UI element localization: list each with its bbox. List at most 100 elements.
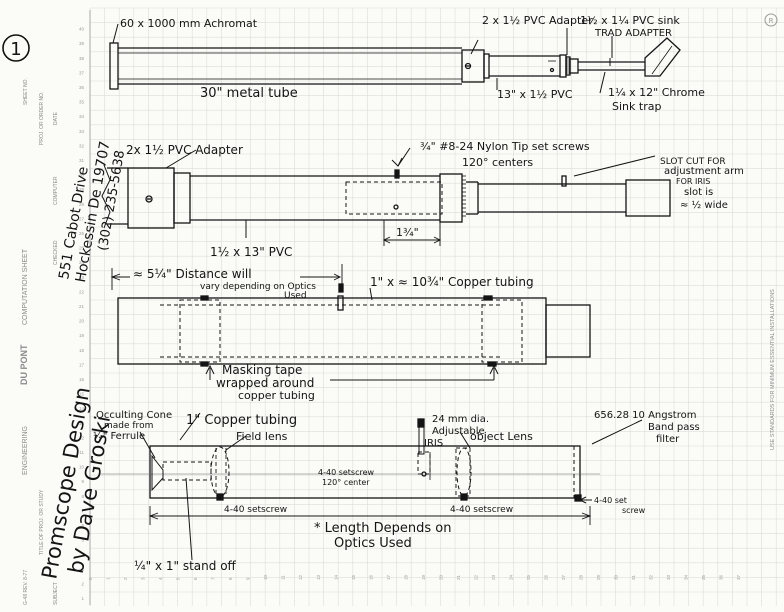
- ruler-number: 1: [106, 577, 111, 580]
- pvc-adapter-label: 2 x 1½ PVC Adapter: [482, 14, 593, 27]
- ruler-number: 3: [81, 567, 84, 572]
- computer-label: COMPUTER: [53, 176, 59, 205]
- drawing-1-leaders: [112, 23, 613, 94]
- ruler-number: 35: [79, 100, 85, 105]
- sink-adapter-label-1: 1½ x 1¼ PVC sink: [580, 14, 680, 27]
- iris-label-3: IRIS: [424, 438, 443, 449]
- copper-tubing-label-2: 1" Copper tubing: [186, 413, 297, 428]
- masking-tape-right: [481, 299, 523, 363]
- ruler-number: 29: [79, 187, 85, 192]
- sink-adapter-label-2: TRAD ADAPTER: [594, 28, 672, 39]
- masking-tape-label-2: wrapped around: [216, 376, 314, 390]
- ruler-number: 4: [81, 552, 84, 557]
- ruler-number: 15: [79, 392, 85, 397]
- ruler-number: 0: [88, 577, 93, 580]
- ruler-number: 23: [491, 574, 496, 580]
- sheet-title: COMPUTATION SHEET: [22, 248, 29, 325]
- ruler-number: 14: [333, 574, 338, 580]
- masking-tape-label-1: Masking tape: [222, 363, 302, 377]
- ruler-number: 27: [79, 216, 85, 221]
- ruler-number: 13: [316, 574, 321, 580]
- slot-label-1: SLOT CUT FOR: [660, 157, 726, 167]
- ruler-number: 32: [79, 143, 85, 148]
- engineering-label: ENGINEERING: [22, 426, 29, 475]
- masking-tape-label-3: copper tubing: [238, 389, 315, 402]
- slot-label-5: ≈ ½ wide: [680, 199, 728, 211]
- pvc-adapter-2-label: 2x 1½ PVC Adapter: [126, 143, 243, 157]
- ruler-number: 34: [79, 114, 85, 119]
- copper-tubing-label: 1" x ≈ 10¾" Copper tubing: [370, 275, 534, 289]
- setscrew-label-a: 4-40 setscrew: [224, 505, 287, 515]
- pvc-13-label: 13" x 1½ PVC: [497, 88, 573, 101]
- set-screws-label-1: ¾" #8-24 Nylon Tip set screws: [420, 140, 590, 153]
- drawing-copper-tube: [110, 264, 591, 381]
- metal-tube-label: 30" metal tube: [200, 86, 298, 101]
- distance-label-3: Used: [284, 291, 307, 301]
- ruler-number: 4: [158, 577, 163, 580]
- ruler-number: 8: [81, 494, 84, 499]
- ruler-number: 33: [666, 574, 671, 580]
- slot-label-2: adjustment arm: [664, 166, 744, 177]
- svg-text:R: R: [769, 17, 774, 25]
- ruler-number: 10: [79, 465, 85, 470]
- occulting-cone-label-2: made from: [104, 421, 153, 431]
- sink-trap-label-2: Sink trap: [612, 100, 661, 113]
- ruler-number: 12: [79, 435, 85, 440]
- ruler-number: 19: [79, 333, 85, 338]
- ruler-number: 3: [141, 577, 146, 580]
- slot-label-4: slot is: [684, 187, 713, 198]
- checked-label: CHECKED: [53, 240, 59, 265]
- achromat-cell: [109, 42, 119, 90]
- ruler-number: 20: [438, 574, 443, 580]
- ruler-number: 37: [79, 70, 85, 75]
- length-note-1: * Length Depends on: [314, 521, 451, 536]
- length-note-2: Optics Used: [334, 536, 412, 551]
- ruler-number: 30: [614, 574, 619, 580]
- filter-label-2: Band pass: [648, 422, 700, 433]
- sheet-number: 1: [2, 34, 30, 62]
- drawing-overall-assembly: [109, 37, 681, 90]
- form-number: G-48 REV. 8-77: [23, 570, 29, 605]
- ruler-number: 7: [211, 577, 216, 580]
- ruler-number: 31: [631, 574, 636, 580]
- ruler-number: 22: [473, 574, 478, 580]
- graph-grid: [89, 7, 784, 606]
- title-field-label: TITLE OF PROJ. OR STUDY: [39, 489, 45, 555]
- setscrew-120-label-1: 4-40 setscrew: [318, 468, 375, 477]
- ruler-number: 18: [79, 348, 85, 353]
- setscrew-120-label-2: 120° center: [322, 478, 370, 487]
- setscrew-label-c-1: 4-40 set: [594, 496, 627, 505]
- ruler-number: 17: [386, 574, 391, 580]
- ruler-number: 24: [79, 260, 85, 265]
- standoff-label: ¼" x 1" stand off: [134, 559, 237, 573]
- setscrew-label-c-2: screw: [622, 506, 646, 515]
- ruler-number: 26: [544, 574, 549, 580]
- address-block: 551 Cabot Drive Hockessin De 19707 (302)…: [56, 140, 128, 284]
- masking-tape-left: [179, 299, 221, 363]
- optics-tube: [149, 445, 581, 499]
- object-lens-label: object Lens: [470, 430, 533, 443]
- pvc-13-label-2: 1½ x 13" PVC: [210, 245, 292, 259]
- achromat-label: 60 x 1000 mm Achromat: [120, 17, 258, 30]
- ruler-number: 8: [228, 577, 233, 580]
- sink-trap-label-1: 1¼ x 12" Chrome: [608, 86, 705, 99]
- ruler-number: 35: [701, 574, 706, 580]
- ruler-number: 25: [79, 246, 85, 251]
- ruler-number: 22: [79, 289, 85, 294]
- ruler-number: 26: [79, 231, 85, 236]
- sheet-header-print: ENGINEERING DU PONT COMPUTATION SHEET G-…: [19, 78, 59, 605]
- ruler-number: 32: [649, 574, 654, 580]
- ruler-number: 15: [351, 574, 356, 580]
- ruler-number: 21: [456, 574, 461, 580]
- date-label: DATE: [53, 111, 59, 125]
- ruler-number: 11: [79, 450, 84, 455]
- brand-logo: DU PONT: [19, 344, 29, 385]
- distance-label-1: ≈ 5¼" Distance will: [133, 267, 252, 281]
- ruler-number: 7: [81, 508, 84, 513]
- ruler-number: 9: [81, 479, 84, 484]
- ruler-number: 23: [79, 275, 85, 280]
- sheet-no-label: SHEET NO.: [23, 78, 29, 105]
- ruler-number: 30: [79, 173, 85, 178]
